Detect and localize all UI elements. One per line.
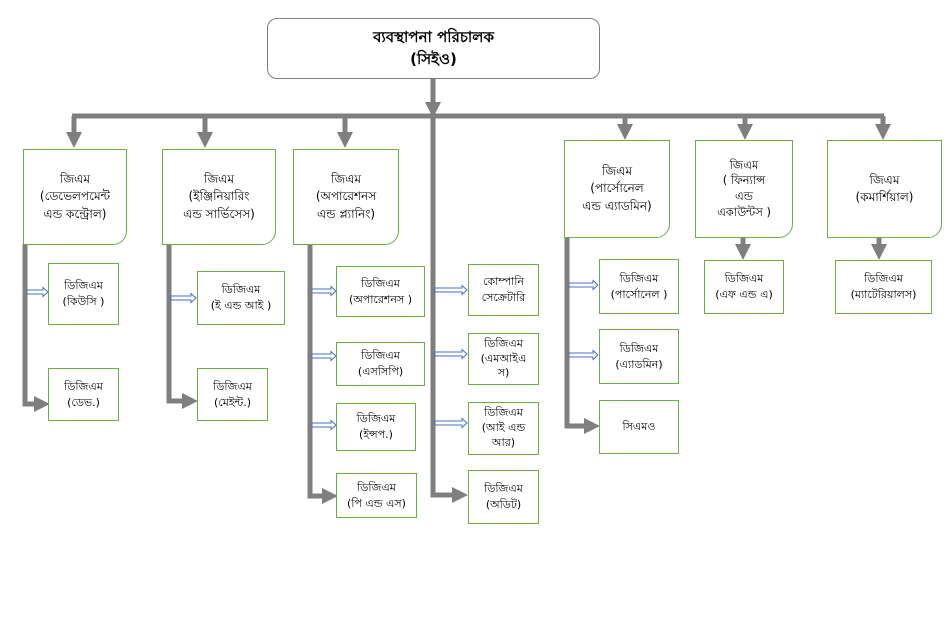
dgm-audit-l2: (অডিট) xyxy=(485,498,522,511)
dgm-ir-l3: আর) xyxy=(491,435,516,449)
gm-eng-l2: (ইঞ্জিনিয়ারিং xyxy=(188,189,250,204)
gm-pers-box: জিএম (পার্সোনেল এন্ড এ্যাডমিন) xyxy=(564,140,670,238)
cmo-box: সিএমও xyxy=(599,400,679,454)
gm-fin-l1: জিএম xyxy=(729,157,759,172)
dgm-insp-l2: (ইন্সপ.) xyxy=(359,428,393,441)
dgm-fa-l1: ডিজিএম xyxy=(724,272,764,286)
dgm-ps-l1: ডিজিএম xyxy=(357,480,396,494)
dgm-pers-box: ডিজিএম (পার্সোনেল ) xyxy=(599,259,679,314)
gm-fin-l4: একাউন্টস ) xyxy=(717,204,771,219)
dgm-fa-l2: (এফ এন্ড এ) xyxy=(715,288,773,301)
spine-pers xyxy=(564,237,601,435)
gm-com-l1: জিএম xyxy=(869,172,900,187)
small-arrow-ei xyxy=(170,292,197,304)
cmo-l1: সিএমও xyxy=(622,420,656,434)
dgm-ei-box: ডিজিএম (ই এন্ড আই ) xyxy=(197,271,285,325)
gm-fin-l2: ( ফিন্যান্স xyxy=(722,173,766,188)
small-arrow-cosec xyxy=(434,284,468,296)
small-arrow-ops xyxy=(311,285,337,297)
small-arrow-scp xyxy=(311,350,337,362)
dgm-ps-box: ডিজিএম (পি এন্ড এস) xyxy=(336,473,417,518)
gm-fin-l3: এন্ড xyxy=(735,189,753,203)
gm-dev-box: জিএম (ডেভেলপমেন্ট এন্ড কন্ট্রোল) xyxy=(23,149,127,245)
small-arrow-admin xyxy=(568,349,599,361)
gm-dev-l3: এন্ড কন্ট্রোল) xyxy=(43,206,107,221)
dgm-pers-l2: (পার্সোনেল ) xyxy=(610,287,668,301)
dgm-mat-box: ডিজিএম (ম্যাটেরিয়ালস) xyxy=(835,260,932,314)
dgm-ps-l2: (পি এন্ড এস) xyxy=(347,496,406,510)
dgm-mis-l3: স) xyxy=(497,366,510,380)
dgm-qc-l2: (কিউসি ) xyxy=(62,295,105,308)
dgm-ops-l2: (অপারেশনস ) xyxy=(348,292,413,306)
gm-ops-l3: এন্ড প্ল্যানিং) xyxy=(316,206,376,221)
ceo-title: ব্যবস্থাপনা পরিচালক xyxy=(373,27,494,46)
gm-ops-l1: জিএম xyxy=(331,171,361,186)
gm-eng-box: জিএম (ইঞ্জিনিয়ারিং এন্ড সার্ভিসেস) xyxy=(162,149,276,245)
small-arrow-mis xyxy=(434,348,468,360)
gm-pers-l2: (পার্সোনেল xyxy=(590,181,644,196)
cosec-l1: কোম্পানি xyxy=(483,275,524,289)
dgm-admin-box: ডিজিএম (এ্যাডমিন) xyxy=(599,329,679,384)
dgm-audit-box: ডিজিএম (অডিট) xyxy=(468,470,539,524)
dgm-maint-l1: ডিজিএম xyxy=(213,379,252,393)
dgm-admin-l1: ডিজিএম xyxy=(619,341,659,355)
ceo-box: ব্যবস্থাপনা পরিচালক (সিইও) xyxy=(267,18,600,79)
dgm-dev-l1: ডিজিএম xyxy=(64,379,103,393)
dgm-scp-l2: (এসসিপি) xyxy=(357,365,404,378)
dgm-dev-l2: (ডেভ.) xyxy=(67,395,100,409)
dgm-mis-box: ডিজিএম (এমআইএ স) xyxy=(468,333,539,385)
dgm-admin-l2: (এ্যাডমিন) xyxy=(615,357,663,371)
small-arrow-insp xyxy=(311,419,337,431)
dgm-ir-l2: (আই এন্ড xyxy=(481,421,526,435)
dgm-ei-l2: (ই এন্ড আই ) xyxy=(210,299,272,312)
dgm-insp-box: ডিজিএম (ইন্সপ.) xyxy=(336,403,416,451)
dgm-scp-box: ডিজিএম (এসসিপি) xyxy=(336,342,425,386)
dgm-mis-l1: ডিজিএম xyxy=(484,336,523,350)
gm-pers-l1: জিএম xyxy=(602,163,632,178)
gm-com-l2: (কমার্শিয়াল) xyxy=(855,190,914,204)
spine-eng xyxy=(166,244,199,410)
center-trunk xyxy=(430,116,469,504)
dgm-insp-l1: ডিজিএম xyxy=(356,412,396,426)
dgm-maint-l2: (মেইন্ট.) xyxy=(213,395,252,409)
dgm-ei-l1: ডিজিএম xyxy=(221,283,261,297)
spine-dev xyxy=(22,244,51,413)
dgm-mat-l1: ডিজিএম xyxy=(864,272,903,286)
gm-pers-l3: এন্ড এ্যাডমিন) xyxy=(582,198,652,213)
gm-ops-box: জিএম (অপারেশনস এন্ড প্ল্যানিং) xyxy=(293,149,399,245)
gm-fin-box: জিএম ( ফিন্যান্স এন্ড একাউন্টস ) xyxy=(695,140,793,238)
dgm-mis-l2: (এমআইএ xyxy=(480,351,527,365)
dgm-ops-box: ডিজিএম (অপারেশনস ) xyxy=(336,266,425,317)
dgm-qc-l1: ডিজিএম xyxy=(64,279,103,293)
dgm-qc-box: ডিজিএম (কিউসি ) xyxy=(48,263,119,325)
gm-dev-l1: জিএম xyxy=(60,171,90,186)
gm-eng-l1: জিএম xyxy=(204,171,234,186)
dgm-scp-l1: ডিজিএম xyxy=(361,349,400,363)
dgm-fa-box: ডিজিএম (এফ এন্ড এ) xyxy=(704,260,784,314)
cosec-l2: সেক্রেটারি xyxy=(481,291,526,304)
small-arrow-qc xyxy=(26,286,49,298)
gm-eng-l3: এন্ড সার্ভিসেস) xyxy=(183,206,255,221)
ceo-subtitle: (সিইও) xyxy=(410,49,457,68)
dgm-ir-box: ডিজিএম (আই এন্ড আর) xyxy=(468,402,539,455)
gm-dev-l2: (ডেভেলপমেন্ট xyxy=(39,189,111,204)
dgm-maint-box: ডিজিএম (মেইন্ট.) xyxy=(197,368,268,421)
company-secretary-box: কোম্পানি সেক্রেটারি xyxy=(468,264,539,316)
dgm-ops-l1: ডিজিএম xyxy=(361,276,400,290)
dgm-dev-box: ডিজিএম (ডেভ.) xyxy=(48,368,119,421)
dgm-pers-l1: ডিজিএম xyxy=(619,271,659,285)
gm-ops-l2: (অপারেশনস xyxy=(315,189,377,204)
small-arrow-ir xyxy=(434,417,468,429)
dgm-mat-l2: (ম্যাটেরিয়ালস) xyxy=(850,288,917,301)
spine-ops xyxy=(307,244,339,505)
dgm-audit-l1: ডিজিএম xyxy=(484,482,523,496)
dgm-ir-l1: ডিজিএম xyxy=(484,406,523,420)
gm-com-box: জিএম (কমার্শিয়াল) xyxy=(827,140,942,238)
small-arrow-pers xyxy=(568,279,599,291)
